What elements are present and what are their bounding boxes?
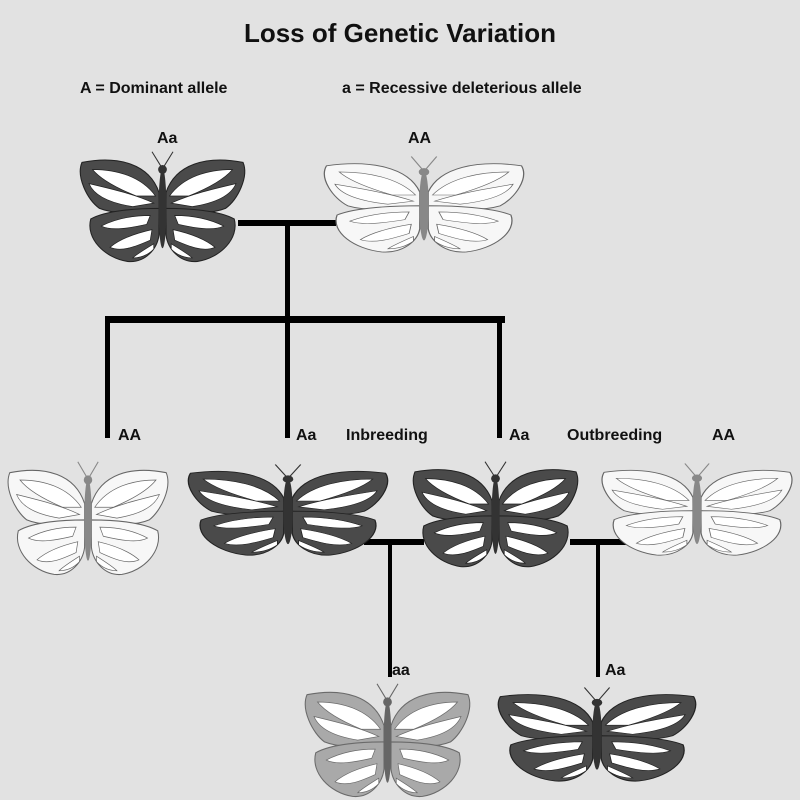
butterfly-inbred-offspring	[304, 683, 471, 797]
genotype-label-inbred-offspring: aa	[392, 662, 410, 679]
outbreeding-label: Outbreeding	[567, 427, 663, 444]
butterfly-outbred-offspring	[497, 687, 697, 782]
butterfly-child-2	[187, 464, 389, 556]
genotype-label-parent-dark: Aa	[157, 130, 178, 147]
sibship-line	[105, 316, 505, 323]
child-3-drop-line	[497, 316, 502, 438]
butterfly-parent-dark	[79, 151, 246, 262]
diagram-title: Loss of Genetic Variation	[243, 18, 557, 48]
inbreeding-mating-line	[364, 539, 424, 545]
inbreeding-descent-line	[388, 539, 392, 677]
genotype-label-child-1: AA	[118, 427, 142, 444]
genotype-label-child-3: Aa	[509, 427, 530, 444]
legend-dominant-allele: A = Dominant allele	[80, 80, 228, 97]
genotype-label-outcross-mate: AA	[712, 427, 736, 444]
parents-descent-line	[285, 220, 290, 320]
genotype-label-parent-light: AA	[408, 130, 432, 147]
butterfly-child-1	[7, 461, 169, 575]
inbreeding-label: Inbreeding	[346, 427, 428, 444]
child-1-drop-line	[105, 316, 110, 438]
outbreeding-descent-line	[596, 539, 600, 677]
child-2-drop-line	[285, 316, 290, 438]
butterfly-child-3	[412, 461, 579, 568]
butterfly-outcross-mate	[601, 463, 793, 556]
genotype-label-child-2: Aa	[296, 427, 317, 444]
genotype-label-outbred-offspring: Aa	[605, 662, 626, 679]
legend-recessive-allele: a = Recessive deleterious allele	[342, 80, 582, 97]
butterfly-parent-light	[323, 156, 525, 253]
